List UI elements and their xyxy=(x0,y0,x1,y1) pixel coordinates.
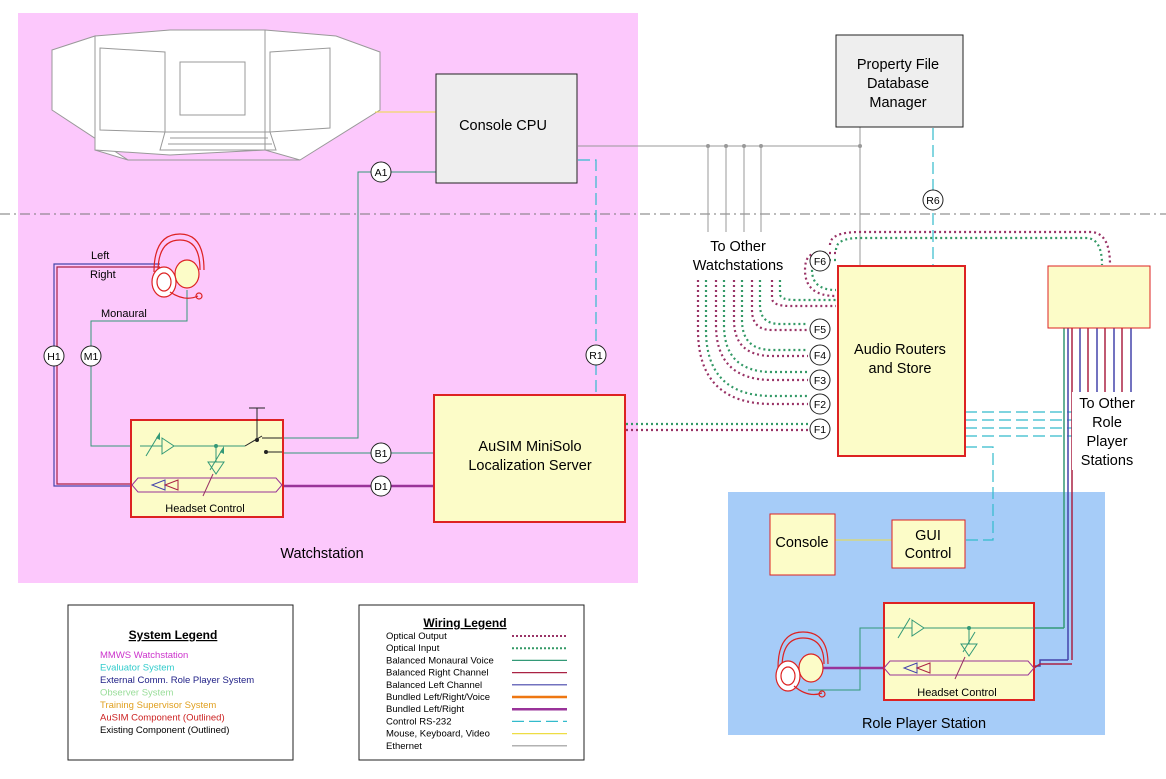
watchstation-label: Watchstation xyxy=(280,546,363,562)
system-legend-title: System Legend xyxy=(129,628,218,642)
wiring-legend-item: Bundled Left/Right xyxy=(386,704,465,715)
gui-control-label-2: Control xyxy=(905,546,952,562)
to-other-role-3: Player xyxy=(1086,434,1127,450)
tag-f6: F6 xyxy=(814,256,826,268)
property-file-label-3: Manager xyxy=(869,95,926,111)
console-cpu-label: Console CPU xyxy=(459,118,547,134)
tag-f3: F3 xyxy=(814,375,826,387)
wiring-legend-item: Balanced Right Channel xyxy=(386,668,488,679)
wiring-legend-item: Mouse, Keyboard, Video xyxy=(386,729,490,740)
monaural-label: Monaural xyxy=(101,308,147,320)
tag-r1: R1 xyxy=(589,350,603,362)
system-legend-item: MMWS Watchstation xyxy=(100,650,188,661)
audio-routers-label-1: Audio Routers xyxy=(854,342,946,358)
headset-control-label: Headset Control xyxy=(165,503,245,515)
headset-control-rp-box: Headset Control xyxy=(883,602,1035,701)
to-other-watchstations-1: To Other xyxy=(710,239,766,255)
system-legend: System Legend MMWS WatchstationEvaluator… xyxy=(67,604,294,761)
ausim-label-1: AuSIM MiniSolo xyxy=(478,439,581,455)
gui-control-box: GUI Control xyxy=(891,519,966,569)
wiring-legend-item: Balanced Monaural Voice xyxy=(386,655,494,666)
wiring-legend-item: Bundled Left/Right/Voice xyxy=(386,692,490,703)
role-player-router-box xyxy=(1047,265,1151,329)
wiring-legend-item: Balanced Left Channel xyxy=(386,680,482,691)
wiring-legend-item: Optical Input xyxy=(386,643,440,654)
console-rp-box: Console xyxy=(769,513,836,576)
rs232-lines xyxy=(578,128,1072,541)
tag-f5: F5 xyxy=(814,324,826,336)
tag-m1: M1 xyxy=(84,351,99,363)
tag-r6: R6 xyxy=(926,195,940,207)
headset-control-rp-label: Headset Control xyxy=(917,687,997,699)
tag-h1: H1 xyxy=(47,351,61,363)
role-player-label-bg xyxy=(1072,392,1142,470)
headset-control-box: Headset Control xyxy=(130,407,284,518)
tag-f2: F2 xyxy=(814,399,826,411)
audio-routers-box: Audio Routers and Store xyxy=(837,265,966,457)
gui-control-label-1: GUI xyxy=(915,528,941,544)
property-file-label-2: Database xyxy=(867,76,929,92)
to-other-role-1: To Other xyxy=(1079,396,1135,412)
wiring-legend-item: Control RS-232 xyxy=(386,716,451,727)
ethernet-lines xyxy=(578,126,861,268)
tag-a1: A1 xyxy=(375,167,388,179)
system-legend-item: AuSIM Component (Outlined) xyxy=(100,713,225,724)
connector-tags xyxy=(43,161,944,497)
role-player-station-label: Role Player Station xyxy=(862,716,986,732)
tag-b1: B1 xyxy=(375,448,388,460)
to-other-role-2: Role xyxy=(1092,415,1122,431)
console-cpu-box: Console CPU xyxy=(435,73,578,184)
property-file-box: Property File Database Manager xyxy=(835,34,964,128)
wiring-legend-item: Optical Output xyxy=(386,631,447,642)
system-legend-item: Evaluator System xyxy=(100,663,175,674)
tag-f4: F4 xyxy=(814,350,826,362)
ausim-server-box: AuSIM MiniSolo Localization Server xyxy=(433,394,626,523)
left-label: Left xyxy=(91,250,109,262)
right-label: Right xyxy=(90,269,116,281)
console-illustration xyxy=(51,29,381,161)
wiring-legend-title: Wiring Legend xyxy=(423,616,506,630)
audio-routers-label-2: and Store xyxy=(869,361,932,377)
wiring-legend-item: Ethernet xyxy=(386,741,422,752)
optical-fan xyxy=(696,230,1112,406)
console-rp-label: Console xyxy=(775,535,828,551)
system-legend-item: Existing Component (Outlined) xyxy=(100,725,229,736)
to-other-role-4: Stations xyxy=(1081,453,1133,469)
headset-icon-rp xyxy=(775,631,829,698)
system-legend-item: Observer System xyxy=(100,688,173,699)
system-legend-item: External Comm. Role Player System xyxy=(100,675,254,686)
to-other-watchstations-2: Watchstations xyxy=(693,258,784,274)
headset-icon xyxy=(151,233,205,300)
property-file-label-1: Property File xyxy=(857,57,939,73)
system-legend-item: Training Supervisor System xyxy=(100,700,216,711)
ausim-label-2: Localization Server xyxy=(468,458,591,474)
tag-f1: F1 xyxy=(814,424,826,436)
tag-d1: D1 xyxy=(374,481,388,493)
